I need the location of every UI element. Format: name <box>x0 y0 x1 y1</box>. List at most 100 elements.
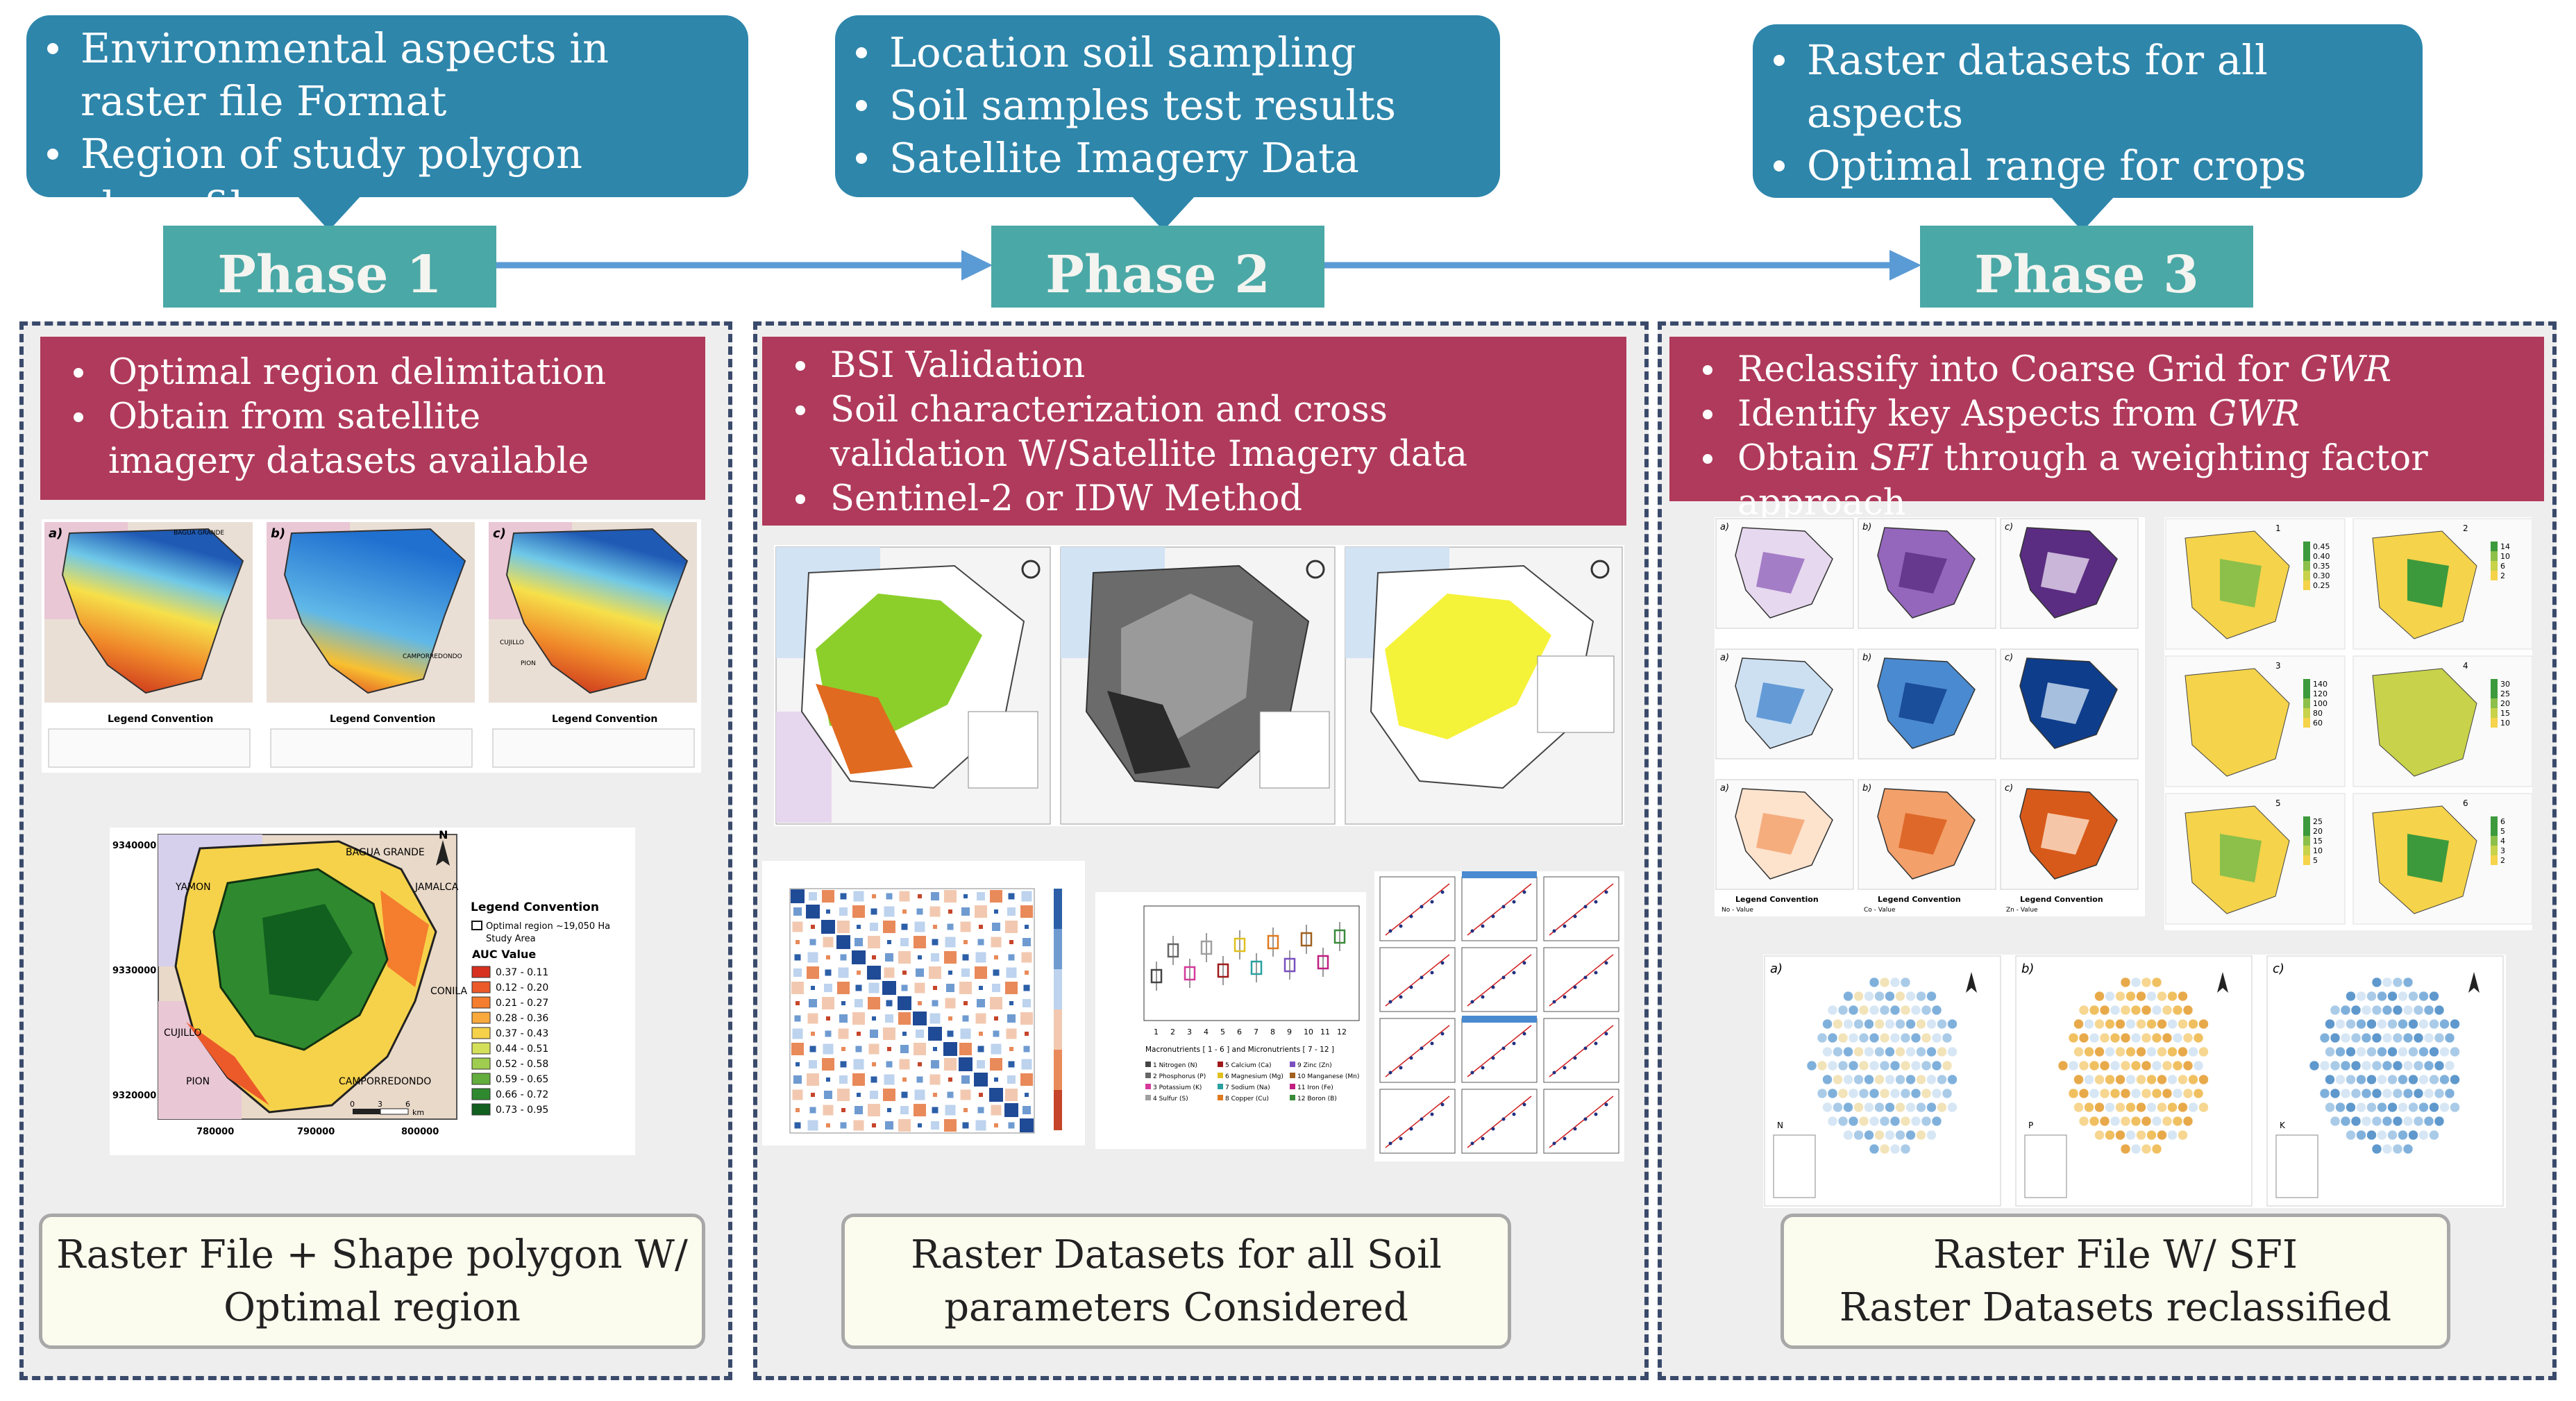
box-legend-item-4: 4 Sulfur (S) <box>1153 1096 1188 1102</box>
matrix-cell <box>794 954 801 961</box>
variable-legend-swatch <box>2491 689 2498 698</box>
hex-cell <box>1869 1005 1880 1016</box>
hex-cell <box>2434 1116 2445 1127</box>
hex-cell <box>2178 1074 2188 1085</box>
box-legend-swatch <box>1290 1095 1295 1100</box>
hex-cell <box>2125 1074 2136 1085</box>
hex-cell <box>1827 1032 1838 1043</box>
auc-swatch-6 <box>471 1042 491 1055</box>
gwr-map-label: a) <box>1720 783 1729 794</box>
hex-cell <box>1822 1102 1833 1113</box>
matrix-cell <box>918 1062 922 1066</box>
hex-cell <box>1937 1074 1947 1085</box>
phase-1-output-line-2: Optimal region <box>224 1284 521 1330</box>
matrix-cell <box>946 984 954 992</box>
hex-cell <box>2356 1046 2366 1057</box>
validation-point <box>1583 1117 1588 1121</box>
matrix-cell <box>839 1075 848 1084</box>
phase-1-output-line-1: Raster File + Shape polygon W/ <box>56 1232 688 1277</box>
matrix-cell <box>933 1047 937 1051</box>
hex-cell <box>2398 1074 2408 1085</box>
auc-legend: 0.37 - 0.110.12 - 0.200.21 - 0.270.28 - … <box>471 966 548 1116</box>
hex-cell <box>1858 1060 1869 1071</box>
matrix-cell <box>977 1046 984 1052</box>
matrix-cell <box>1009 940 1013 944</box>
hex-cell <box>1900 1143 1911 1155</box>
hex-cell <box>1926 1046 1937 1057</box>
validation-point <box>1573 914 1577 918</box>
callout-1-pointer <box>297 196 361 230</box>
hex-cell <box>2182 1116 2194 1127</box>
hex-cell <box>2356 1074 2366 1085</box>
matrix-colorbar-step <box>1054 889 1062 909</box>
hex-cell <box>1843 1102 1853 1113</box>
hex-cell <box>2120 1116 2131 1127</box>
hex-cell <box>1916 1074 1926 1085</box>
hex-cell <box>2141 1088 2152 1099</box>
hex-cell <box>1864 1102 1874 1113</box>
matrix-cell <box>914 1043 926 1055</box>
hex-cell <box>1947 1046 1958 1057</box>
hex-cell <box>2068 1032 2079 1043</box>
matrix-cell <box>822 997 834 1009</box>
hex-cell <box>2434 1005 2445 1016</box>
hex-cell <box>1931 1005 1942 1016</box>
hex-cell <box>2110 1116 2121 1127</box>
validation-point <box>1430 1041 1434 1046</box>
matrix-cell <box>979 986 983 990</box>
matrix-cell <box>1007 1075 1016 1084</box>
arrowhead-phase3 <box>1889 250 1921 280</box>
validation-point <box>1512 1041 1516 1046</box>
hex-cell <box>1869 977 1880 988</box>
matrix-cell <box>962 1122 969 1129</box>
box-legend-swatch <box>1218 1095 1223 1100</box>
matrix-cell <box>944 1058 957 1071</box>
phase-2-tasks: BSI Validation Soil characterization and… <box>762 337 1626 526</box>
phase-1-header: Phase 1 <box>163 226 496 308</box>
matrix-cell <box>872 1062 876 1066</box>
hex-cell <box>2073 1046 2084 1057</box>
hex-map-variable: P <box>2028 1121 2033 1130</box>
hex-cell <box>2167 1130 2178 1141</box>
hex-cell <box>1931 1032 1942 1043</box>
hex-cell <box>2178 1046 2188 1057</box>
hex-cell <box>1931 1088 1942 1099</box>
matrix-cell <box>838 1028 849 1039</box>
matrix-cell <box>872 1016 876 1021</box>
variable-legend-swatch <box>2303 826 2310 836</box>
matrix-cell <box>961 1075 970 1084</box>
matrix-cell <box>900 938 909 946</box>
hex-cell <box>2084 1018 2094 1030</box>
matrix-cell <box>886 1061 893 1068</box>
box-tick-6: 6 <box>1237 1027 1242 1037</box>
hex-cell <box>1833 1018 1843 1030</box>
validation-point <box>1409 985 1413 989</box>
matrix-cell <box>807 1073 819 1086</box>
hex-cell <box>2162 1060 2173 1071</box>
hex-cell <box>1848 1116 1859 1127</box>
matrix-cell <box>809 939 816 946</box>
validation-point <box>1501 905 1506 909</box>
matrix-cell <box>900 1106 909 1114</box>
validation-point <box>1440 961 1445 965</box>
hex-cell <box>2361 1088 2372 1099</box>
variable-legend-swatch <box>2491 708 2498 718</box>
map-x-tick-3: 800000 <box>401 1127 439 1137</box>
matrix-cell <box>1004 1103 1018 1117</box>
hex-cell <box>1843 991 1853 1002</box>
phase-3-task-1: Reclassify into Coarse Grid for GWR <box>1669 348 2544 392</box>
matrix-cell <box>1006 967 1017 978</box>
matrix-cell <box>821 920 835 934</box>
validation-fit-line <box>1467 883 1532 936</box>
hex-cell <box>2450 1018 2460 1030</box>
hex-map-label: a) <box>1770 962 1783 976</box>
variable-legend-value: 4 <box>2500 837 2505 846</box>
hex-cell <box>2084 1102 2094 1113</box>
phase-2-output-line-1: Raster Datasets for all Soil <box>911 1232 1442 1277</box>
matrix-cell <box>918 955 922 959</box>
matrix-cell <box>918 1001 922 1005</box>
gwr-map-label: c) <box>2005 783 2013 794</box>
hex-cell <box>2356 1018 2366 1030</box>
hex-cell <box>2356 1102 2366 1113</box>
box-9 <box>1283 957 1296 973</box>
